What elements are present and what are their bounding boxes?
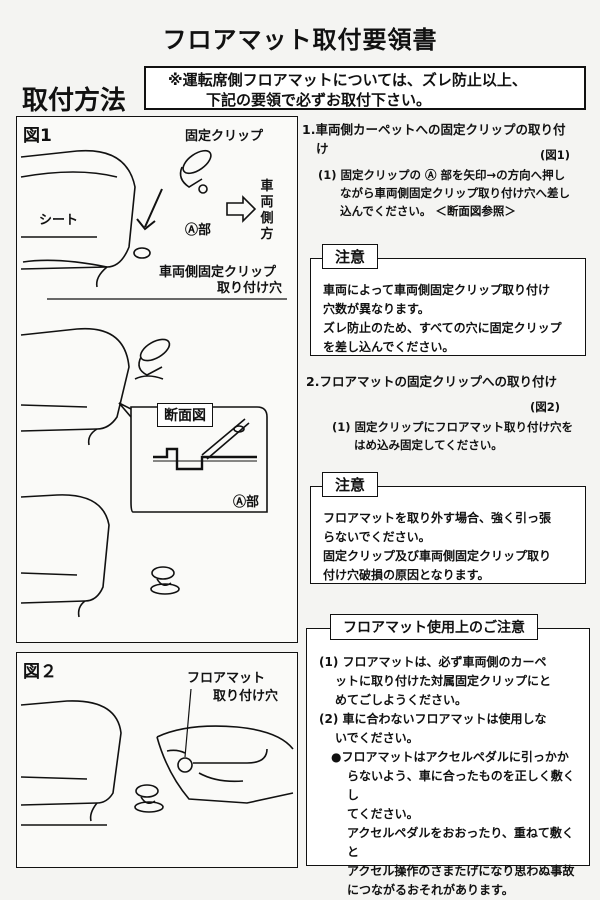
vehicle-side-direction-label: 車 両 側 方: [260, 179, 274, 242]
figure-1-label: 図1: [23, 126, 52, 146]
step-2-heading: 2.フロアマットの固定クリップへの取り付け: [306, 374, 557, 389]
method-heading: 取付方法: [22, 86, 127, 116]
seat-label: シート: [39, 213, 79, 228]
caution-box-1: 車両によって車両側固定クリップ取り付け 穴数が異なります。 ズレ防止のため、すべ…: [310, 258, 586, 356]
driver-side-note-box: ※運転席側フロアマットについては、ズレ防止以上、 下記の要領で必ずお取付下さい。: [144, 66, 586, 110]
caution-box-2: フロアマットを取り外す場合、強く引っ張 らないでください。 固定クリップ及び車両…: [310, 486, 586, 584]
section-view-label: 断面図: [157, 403, 213, 427]
mat-hole-label-2: 取り付け穴: [213, 689, 279, 704]
figure-2-panel: 図２ フロアマット 取り付け穴: [16, 652, 298, 868]
figure-1-illustration: [20, 149, 287, 618]
caution-tag-1: 注意: [322, 244, 379, 269]
vehicle-clip-hole-label-1: 車両側固定クリップ: [159, 265, 277, 280]
document-title: フロアマット取付要領書: [162, 26, 438, 54]
step-1-heading: 1.車両側カーペットへの固定クリップの取り付 け: [302, 122, 566, 156]
mat-hole-label-1: フロアマット: [187, 671, 266, 686]
figure-1-panel: 図1 固定クリップ シート Ⓐ部 車 両 側 方 車両側固定クリップ 取り付け穴…: [16, 116, 298, 643]
vehicle-clip-hole-label-2: 取り付け穴: [217, 281, 283, 296]
figure-2-label: 図２: [23, 662, 57, 682]
step-1-figure-ref: (図1): [540, 148, 571, 162]
usage-notes-box: (1) フロアマットは、必ず車両側のカーペ ットに取り付けた対属固定クリップにと…: [306, 628, 590, 897]
step-1-instruction: (1) 固定クリップの Ⓐ 部を矢印→の方向へ押し ながら車両側固定クリップ取り…: [318, 168, 570, 218]
part-a-label: Ⓐ部: [185, 223, 212, 238]
fixed-clip-label: 固定クリップ: [185, 129, 264, 144]
section-part-a-label: Ⓐ部: [233, 495, 260, 510]
step-2-figure-ref: (図2): [530, 400, 561, 414]
note-line-1: ※運転席側フロアマットについては、ズレ防止以上、: [168, 71, 527, 89]
caution-tag-2: 注意: [322, 472, 379, 497]
note-line-2: 下記の要領で必ずお取付下さい。: [206, 91, 432, 109]
figure-2-illustration: [20, 688, 294, 826]
step-2-instruction: (1) 固定クリップにフロアマット取り付け穴を はめ込み固定してください。: [332, 420, 574, 452]
usage-notes-tag: フロアマット使用上のご注意: [330, 614, 538, 640]
